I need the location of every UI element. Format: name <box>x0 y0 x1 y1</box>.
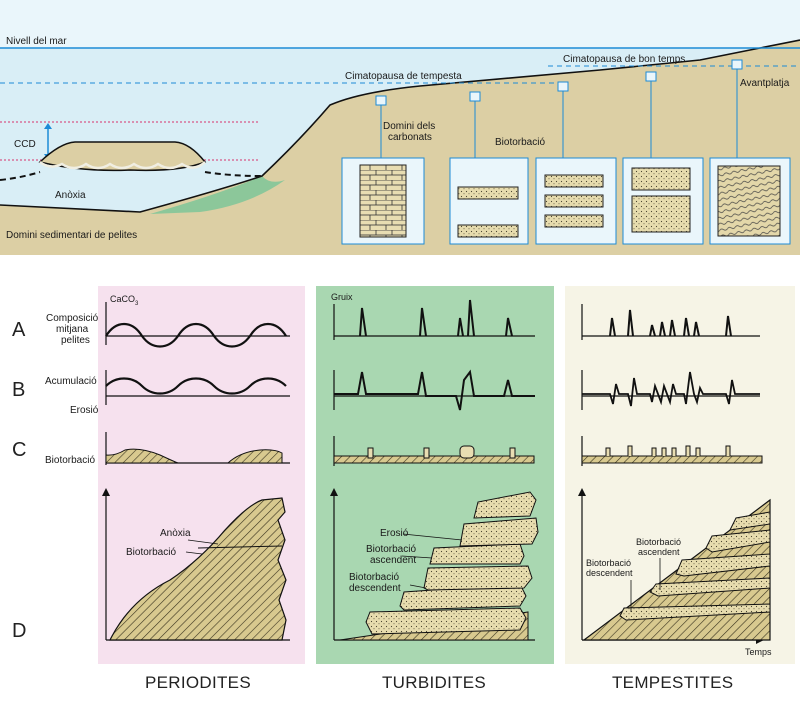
profile-foreshore: Avantplatja <box>709 59 791 245</box>
row-label-d: D <box>12 620 26 642</box>
thickness-label: Gruix <box>331 292 353 302</box>
row-label-c: C <box>12 439 26 461</box>
profile-turbidite-small: Biotorbació <box>449 91 545 245</box>
tempestites-bio-asc-label-1: Biotorbació <box>636 537 681 547</box>
periodites-stratigraphy <box>109 497 287 641</box>
periodites-accumulation-curve <box>105 377 287 395</box>
profile-bioturbated <box>535 81 617 245</box>
time-axis-label: Temps <box>745 647 772 657</box>
profile-tempestite <box>622 71 704 245</box>
storm-wave-base-label: Cimatopausa de tempesta <box>345 71 462 82</box>
anoxia-boundary <box>0 171 263 181</box>
carbonate-domain-label-2: carbonats <box>388 132 432 143</box>
ccd-label: CCD <box>14 139 36 150</box>
tempestites-title: TEMPESTITES <box>612 673 733 692</box>
tempestites-column: Biotorbació ascendent Biotorbació descen… <box>578 304 772 692</box>
tempestites-accumulation-curve <box>582 371 760 407</box>
turbidites-title: TURBIDITES <box>382 673 486 692</box>
turbidites-erosion-label: Erosió <box>380 528 409 539</box>
turbidites-bio-desc-label-2: descendent <box>349 583 401 594</box>
row-label-a: A <box>12 319 26 341</box>
green-slope-deposit <box>150 176 285 214</box>
anoxia-label: Anòxia <box>55 190 86 201</box>
composition-label-2: mitjana <box>56 324 89 335</box>
periodites-composition-curve <box>105 322 287 348</box>
turbidites-accumulation-curve <box>334 369 535 411</box>
carbonate-domain-label-1: Domini dels <box>383 121 435 132</box>
erosion-label: Erosió <box>70 405 99 416</box>
foreshore-label: Avantplatja <box>740 78 790 89</box>
fair-weather-wave-base-label: Cimatopausa de bon temps <box>563 54 685 65</box>
composition-label-3: pelites <box>61 335 90 346</box>
row-c-bioturbation-label: Biotorbació <box>45 455 95 466</box>
seabed-line <box>0 39 800 213</box>
tempestites-bio-desc-label-1: Biotorbació <box>586 558 631 568</box>
periodites-title: PERIODITES <box>145 673 251 692</box>
d-bioturbation-label: Biotorbació <box>126 547 176 558</box>
d-anoxia-label: Anòxia <box>160 528 191 539</box>
periodites-column: CaCO3 Composició mitjana pelites Acumula… <box>45 294 290 692</box>
turbidites-bio-asc-label-1: Biotorbació <box>366 544 416 555</box>
turbidites-bio-desc-label-1: Biotorbació <box>349 572 399 583</box>
top-panel: Nivell del mar Cimatopausa de tempesta C… <box>0 0 800 255</box>
profile-carbonates: Domini dels carbonats <box>341 95 435 245</box>
caco3-label: CaCO3 <box>110 294 139 307</box>
composition-label-1: Composició <box>46 313 99 324</box>
turbidites-thickness-spikes <box>359 299 513 337</box>
row-label-b: B <box>12 379 25 401</box>
accumulation-label: Acumulació <box>45 376 97 387</box>
sea-level-label: Nivell del mar <box>6 36 67 47</box>
bioturbation-label: Biotorbació <box>495 137 545 148</box>
tempestites-bio-desc-label-2: descendent <box>586 568 633 578</box>
turbidites-column: Gruix Erosió Biotorbació ascendent Biot <box>330 292 539 692</box>
pelite-domain-label: Domini sedimentari de pelites <box>6 230 137 241</box>
turbidites-bio-asc-label-2: ascendent <box>370 555 416 566</box>
tempestites-spikes <box>609 309 732 337</box>
tempestites-bio-asc-label-2: ascendent <box>638 547 680 557</box>
